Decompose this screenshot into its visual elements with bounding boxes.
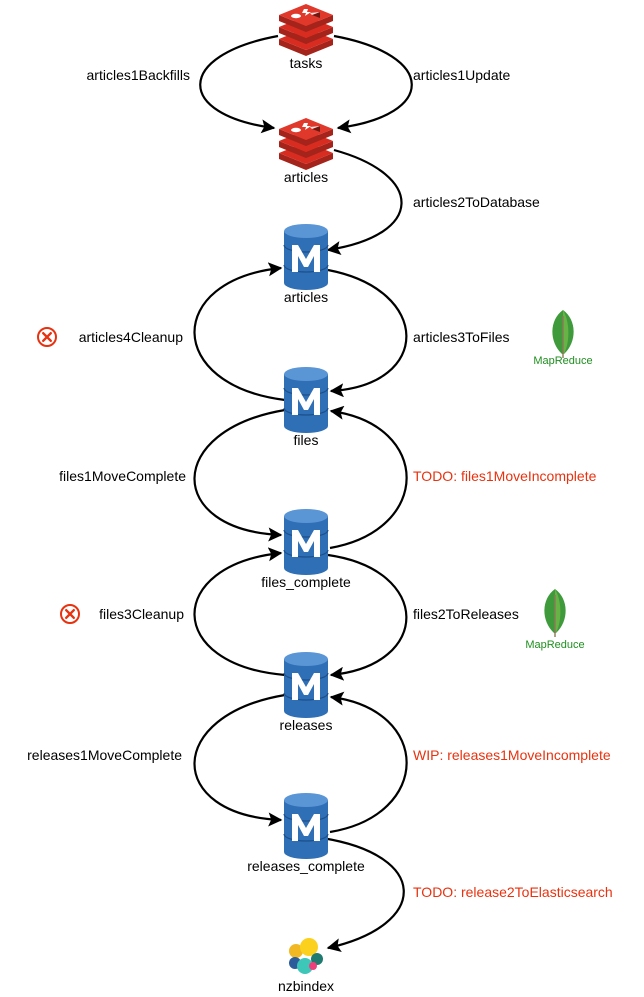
edge-articles1Update	[333, 34, 413, 134]
node-releases: releases	[280, 651, 333, 733]
edge-label-release2ToElasticsearch: TODO: release2ToElasticsearch	[413, 884, 613, 900]
node-label: files_complete	[261, 574, 351, 590]
edge-label-files1MoveComplete: files1MoveComplete	[59, 468, 186, 484]
mongodb-database-icon	[283, 508, 329, 576]
edge-articles2ToDatabase	[326, 148, 403, 255]
node-label: nzbindex	[278, 978, 334, 994]
mongodb-database-icon	[283, 651, 329, 719]
cancel-icon	[36, 326, 58, 348]
edge-label-files3Cleanup: files3Cleanup	[99, 606, 184, 622]
mongodb-leaf-icon	[543, 588, 567, 638]
mongodb-database-icon	[283, 223, 329, 291]
edge-articles1Backfills	[199, 34, 279, 134]
edge-releases1MoveComplete	[193, 693, 286, 827]
mapreduce-badge: MapReduce	[533, 355, 592, 367]
redis-icon	[279, 4, 333, 56]
node-articles-redis: articles	[279, 118, 333, 185]
node-label: articles	[284, 289, 328, 305]
edge-label-articles3ToFiles: articles3ToFiles	[413, 329, 509, 345]
mapreduce-badge: MapReduce	[525, 639, 584, 651]
edge-files3Cleanup	[193, 547, 286, 677]
node-label: articles	[284, 169, 328, 185]
node-files: files	[283, 366, 329, 448]
edge-files1MoveComplete	[193, 408, 286, 542]
edge-label-articles1Backfills: articles1Backfills	[87, 67, 190, 83]
edge-label-releases1MoveIncomplete: WIP: releases1MoveIncomplete	[413, 747, 611, 763]
edge-articles4Cleanup	[193, 262, 286, 402]
edge-files2ToReleases	[327, 553, 408, 681]
edge-label-releases1MoveComplete: releases1MoveComplete	[27, 747, 182, 763]
edge-label-files2ToReleases: files2ToReleases	[413, 606, 519, 622]
node-label: releases	[280, 717, 333, 733]
edge-files1MoveIncomplete	[329, 405, 408, 550]
node-nzbindex: nzbindex	[278, 938, 334, 994]
mongodb-database-icon	[283, 792, 329, 860]
node-files-complete: files_complete	[261, 508, 351, 590]
edge-releases1MoveIncomplete	[329, 691, 408, 834]
node-label: files	[294, 432, 319, 448]
edge-label-files1MoveIncomplete: TODO: files1MoveIncomplete	[413, 468, 597, 484]
edges	[193, 34, 413, 953]
node-articles-mongo: articles	[283, 223, 329, 305]
edge-label-articles2ToDatabase: articles2ToDatabase	[413, 194, 540, 210]
node-label: tasks	[290, 55, 323, 71]
edge-release2ToElasticsearch	[321, 836, 405, 953]
elasticsearch-icon	[289, 938, 323, 974]
mongodb-database-icon	[283, 366, 329, 434]
cancel-icon	[59, 603, 81, 625]
edge-label-articles4Cleanup: articles4Cleanup	[79, 329, 183, 345]
node-releases-complete: releases_complete	[247, 792, 365, 874]
edge-label-articles1Update: articles1Update	[413, 67, 510, 83]
node-label: releases_complete	[247, 858, 365, 874]
node-tasks: tasks	[279, 4, 333, 71]
edge-articles3ToFiles	[327, 268, 408, 398]
mongodb-leaf-icon	[551, 309, 575, 359]
redis-icon	[279, 118, 333, 170]
